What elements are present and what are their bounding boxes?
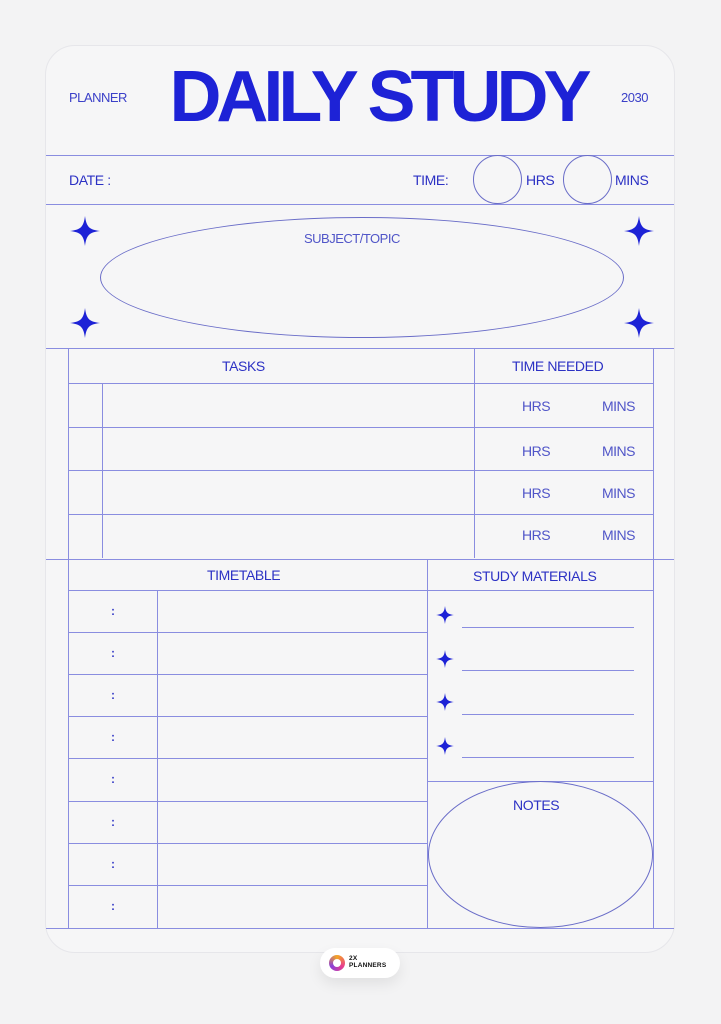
notes-label: NOTES	[513, 797, 560, 813]
time-slot-colon[interactable]: :	[111, 730, 115, 744]
row-line	[68, 383, 653, 384]
task-hrs-label: HRS	[522, 443, 551, 459]
time-slot-colon[interactable]: :	[111, 899, 115, 913]
row-line	[68, 716, 427, 717]
time-slot-colon[interactable]: :	[111, 857, 115, 871]
table-left-border	[68, 348, 69, 928]
time-slot-colon[interactable]: :	[111, 646, 115, 660]
timetable-materials-divider	[427, 559, 428, 928]
brand-badge: 2X PLANNERS	[320, 948, 400, 978]
task-hrs-label: HRS	[522, 398, 551, 414]
notes-field[interactable]	[428, 781, 653, 928]
task-input[interactable]	[103, 471, 473, 513]
date-field[interactable]	[125, 160, 405, 200]
time-slot-colon[interactable]: :	[111, 604, 115, 618]
study-material-line[interactable]	[462, 714, 634, 715]
page-title: DAILY STUDY	[169, 57, 591, 137]
row-line	[68, 427, 653, 428]
task-mins-label: MINS	[602, 485, 636, 501]
task-checkbox[interactable]	[69, 384, 102, 426]
study-material-line[interactable]	[462, 627, 634, 628]
sparkle-star-icon	[436, 737, 454, 755]
row-line	[68, 632, 427, 633]
subject-topic-field[interactable]	[100, 217, 624, 338]
task-mins-label: MINS	[602, 527, 636, 543]
sparkle-star-icon	[70, 308, 100, 338]
time-slot-colon[interactable]: :	[111, 815, 115, 829]
task-input[interactable]	[103, 515, 473, 557]
study-material-line[interactable]	[462, 670, 634, 671]
divider	[46, 155, 674, 156]
task-input[interactable]	[103, 428, 473, 470]
row-line	[68, 801, 427, 802]
row-line	[68, 470, 653, 471]
study-material-line[interactable]	[462, 757, 634, 758]
date-label: DATE :	[69, 172, 111, 188]
sparkle-star-icon	[436, 650, 454, 668]
mins-label: MINS	[615, 172, 649, 188]
brand-logo-icon	[329, 955, 345, 971]
task-checkbox[interactable]	[69, 471, 102, 513]
row-line	[68, 843, 427, 844]
task-checkbox[interactable]	[69, 515, 102, 557]
row-line	[68, 590, 653, 591]
tasks-header: TASKS	[222, 358, 265, 374]
row-line	[68, 674, 427, 675]
minutes-circle-field[interactable]	[563, 155, 612, 204]
sparkle-star-icon	[624, 216, 654, 246]
timetable-header: TIMETABLE	[207, 567, 281, 583]
sparkle-star-icon	[70, 216, 100, 246]
year-label: 2030	[621, 90, 648, 105]
divider	[46, 348, 674, 349]
task-mins-label: MINS	[602, 398, 636, 414]
task-input[interactable]	[103, 384, 473, 426]
row-line	[68, 514, 653, 515]
sparkle-star-icon	[436, 606, 454, 624]
brand-line-2: PLANNERS	[349, 962, 387, 969]
study-materials-header: STUDY MATERIALS	[473, 568, 597, 584]
task-mins-label: MINS	[602, 443, 636, 459]
planner-label: PLANNER	[69, 90, 127, 105]
sparkle-star-icon	[436, 693, 454, 711]
time-slot-colon[interactable]: :	[111, 772, 115, 786]
hrs-label: HRS	[526, 172, 555, 188]
row-line	[68, 885, 427, 886]
brand-line-1: 2X	[349, 955, 358, 962]
time-label: TIME:	[413, 172, 449, 188]
divider	[46, 204, 674, 205]
time-column-divider	[157, 590, 158, 928]
divider	[46, 928, 674, 929]
table-right-border	[653, 348, 654, 928]
hours-circle-field[interactable]	[473, 155, 522, 204]
time-needed-header: TIME NEEDED	[512, 358, 604, 374]
task-hrs-label: HRS	[522, 527, 551, 543]
sparkle-star-icon	[624, 308, 654, 338]
row-line	[68, 758, 427, 759]
subject-topic-label: SUBJECT/TOPIC	[304, 231, 400, 246]
divider	[46, 559, 674, 560]
tasks-time-divider	[474, 348, 475, 558]
time-slot-colon[interactable]: :	[111, 688, 115, 702]
task-hrs-label: HRS	[522, 485, 551, 501]
task-checkbox[interactable]	[69, 428, 102, 470]
